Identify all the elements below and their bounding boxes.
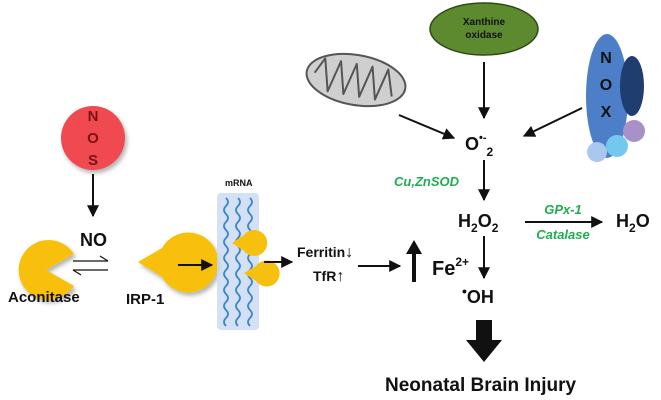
mrna-strand: mRNA [217, 178, 280, 330]
no-label: NO [80, 230, 107, 250]
nox-dark-subunit [620, 56, 644, 116]
nox-letter-x: X [601, 104, 612, 121]
xanthine-oxidase: Xanthine oxidase [429, 2, 539, 56]
arrow-mito-to-superoxide [398, 114, 456, 140]
ferritin-tfr-block: Ferritin↓ TfR↑ [297, 244, 353, 285]
fe-increase-arrowhead [406, 240, 422, 254]
aconitase-label: Aconitase [8, 289, 80, 306]
superoxide-label: O•-2 [465, 132, 494, 159]
nos-letter-o: O [87, 130, 99, 147]
tfr-label: TfR↑ [313, 268, 344, 285]
arrow-to-injury [466, 320, 502, 362]
nos-enzyme: N O S [61, 106, 125, 170]
equilibrium-arrows [72, 255, 109, 276]
nox-body [586, 34, 628, 158]
nox-complex: N O X [586, 34, 645, 162]
nos-letter-s: S [88, 152, 98, 169]
nox-purple-subunit [623, 120, 645, 142]
nox-letter-n: N [600, 50, 612, 67]
xanthine-oxidase-line1: Xanthine [463, 17, 506, 28]
nos-letter-n: N [88, 108, 99, 125]
mitochondrion-icon [305, 52, 407, 108]
h2o2-label: H2O2 [458, 211, 499, 235]
mrna-wave-3 [247, 197, 253, 327]
aconitase-protein: Aconitase [8, 239, 80, 306]
iron-block: Fe2+ [406, 240, 469, 282]
gpx-enzyme-label: GPx-1 [544, 202, 582, 217]
mrna-label: mRNA [225, 178, 253, 188]
irp1-label: IRP-1 [126, 291, 164, 308]
hydroxyl-label: •OH [462, 283, 494, 307]
aconitase-shape [18, 239, 74, 301]
xanthine-oxidase-line2: oxidase [465, 30, 503, 41]
nox-letter-o: O [600, 77, 612, 94]
catalase-enzyme-label: Catalase [536, 227, 589, 242]
nos-circle [61, 106, 125, 170]
irp1-shape [138, 232, 219, 293]
mrna-waves [223, 197, 253, 327]
ferritin-label: Ferritin↓ [297, 244, 353, 261]
irp1-bound-bottom [244, 260, 280, 287]
mrna-wave-2 [235, 197, 241, 327]
arrow-nox-to-superoxide [522, 107, 583, 137]
sod-enzyme-label: Cu,ZnSOD [394, 174, 460, 189]
fe-label: Fe2+ [432, 255, 469, 280]
tfr-up-symbol: ↑ [336, 268, 344, 285]
mrna-wave-1 [223, 197, 229, 327]
irp1-protein: IRP-1 [126, 232, 219, 308]
h2o-label: H2O [616, 211, 650, 235]
outcome-label: Neonatal Brain Injury [385, 375, 577, 396]
ferritin-down-symbol: ↓ [345, 244, 353, 261]
nox-light-subunit-2 [587, 142, 607, 162]
nox-light-subunit [606, 135, 628, 157]
xanthine-oxidase-shape [429, 2, 539, 56]
irp1-bound-top [232, 230, 268, 257]
